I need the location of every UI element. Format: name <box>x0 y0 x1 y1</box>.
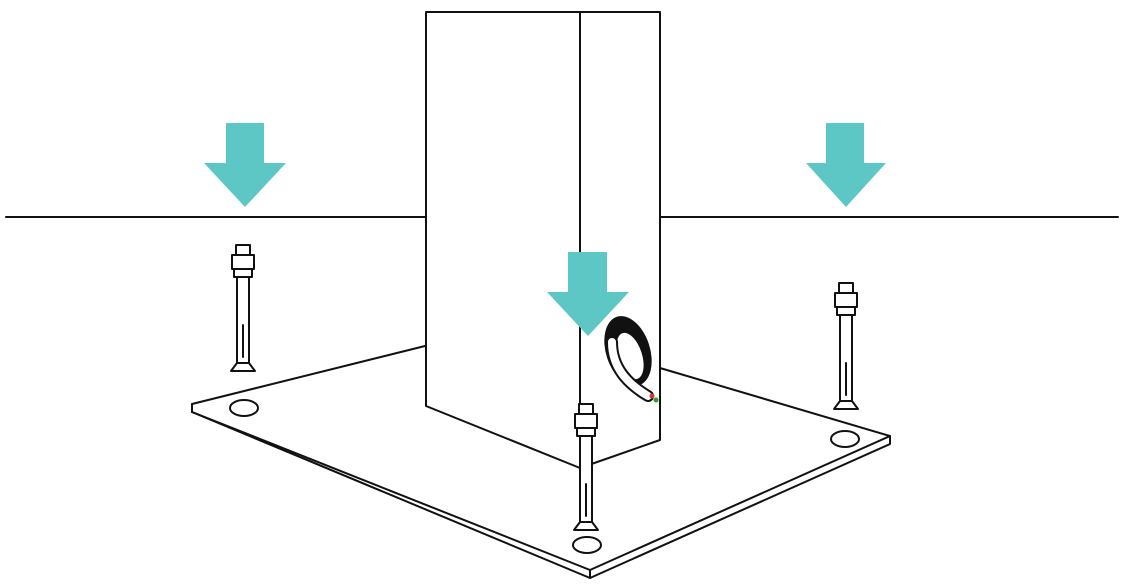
bolt-hole-icon <box>229 399 259 417</box>
anchor-bolt-icon <box>573 403 599 531</box>
down-arrow-icon <box>547 252 629 336</box>
down-arrow-icon <box>204 123 286 207</box>
anchor-bolt-icon <box>230 244 256 372</box>
wire-red <box>649 393 655 399</box>
cable-icon <box>604 316 659 403</box>
wire-green <box>653 397 659 403</box>
bolt-hole-icon <box>830 430 860 448</box>
down-arrow-icon <box>806 123 886 207</box>
pillar <box>425 11 661 469</box>
bolt-hole-icon <box>572 536 602 554</box>
anchor-bolt-icon <box>833 282 859 410</box>
